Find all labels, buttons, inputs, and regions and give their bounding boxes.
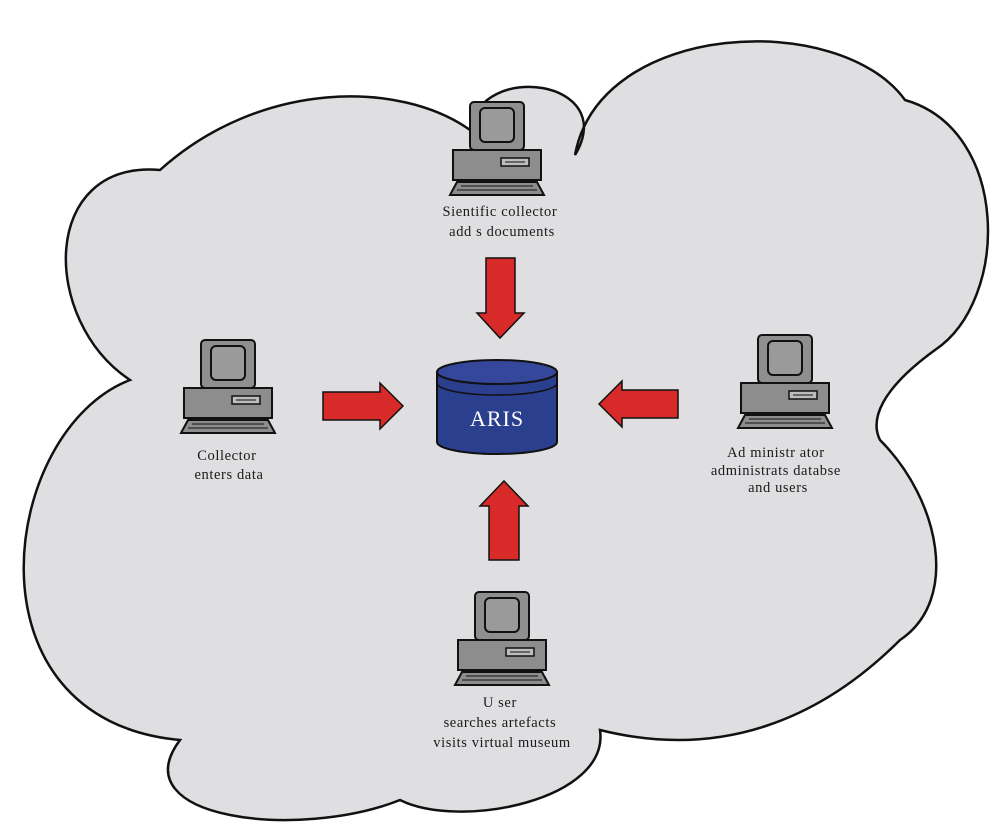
arrow-icon: [597, 379, 679, 429]
node-top-label: Sientific collector add s documents: [442, 204, 561, 240]
arrow-icon: [478, 479, 530, 561]
node-bottom-label: U ser searches artefacts visits virtual …: [433, 695, 571, 751]
database-label: ARIS: [470, 406, 524, 431]
arrow-icon: [475, 257, 526, 340]
arrow-icon: [322, 381, 405, 431]
node-right-label: Ad ministr ator administrats databse and…: [711, 445, 845, 496]
node-left-label: Collector enters data: [195, 448, 264, 483]
database-cylinder-icon: [436, 359, 558, 455]
